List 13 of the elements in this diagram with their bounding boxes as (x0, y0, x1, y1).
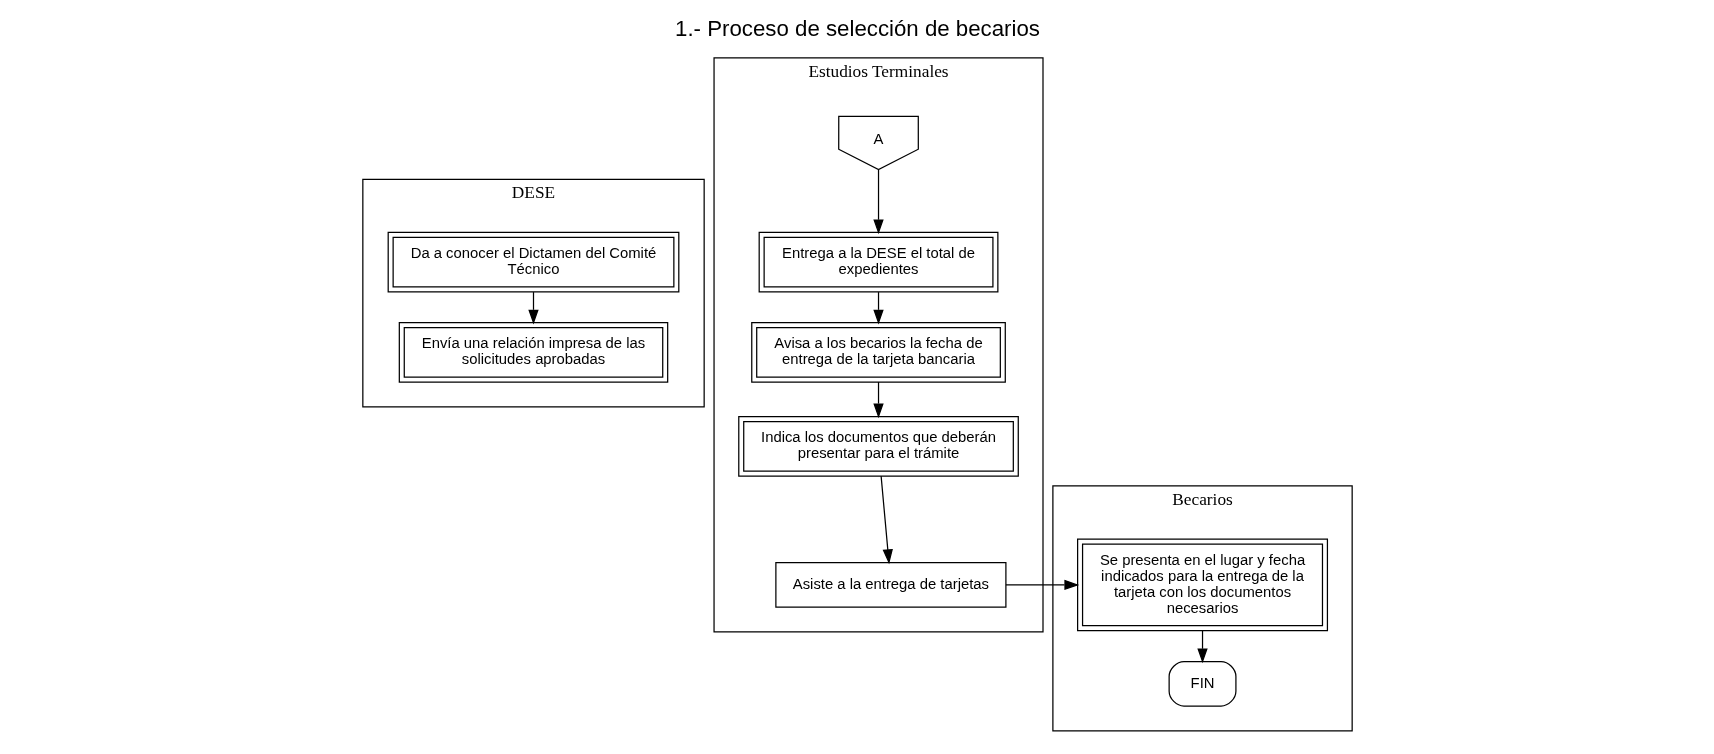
arrow (872, 169, 884, 235)
node-box: Se presenta en el lugar y fecha indicados para la entrega de la tarjeta con los documentos necesarios (1076, 538, 1328, 632)
arrow (872, 381, 884, 419)
diagram-title: 1.- Proceso de selección de becarios (674, 16, 1040, 42)
node-box: Asiste a la entrega de tarjetas (774, 562, 1006, 608)
node-box: Avisa a los becarios la fecha de entrega de la tarjeta bancaria (750, 322, 1006, 383)
node-box: FIN (1168, 660, 1237, 707)
node-box: Entrega a la DESE el total de expedientes (758, 231, 998, 293)
node-box: Indica los documentos que deberán presentar para el trámite (737, 416, 1019, 477)
arrow (880, 475, 893, 565)
node-box: Envía una relación impresa de las solicitudes aprobadas (398, 322, 668, 383)
arrow (1004, 579, 1079, 591)
node-box: Da a conocer el Dictamen del Comité Técnico (387, 231, 679, 293)
